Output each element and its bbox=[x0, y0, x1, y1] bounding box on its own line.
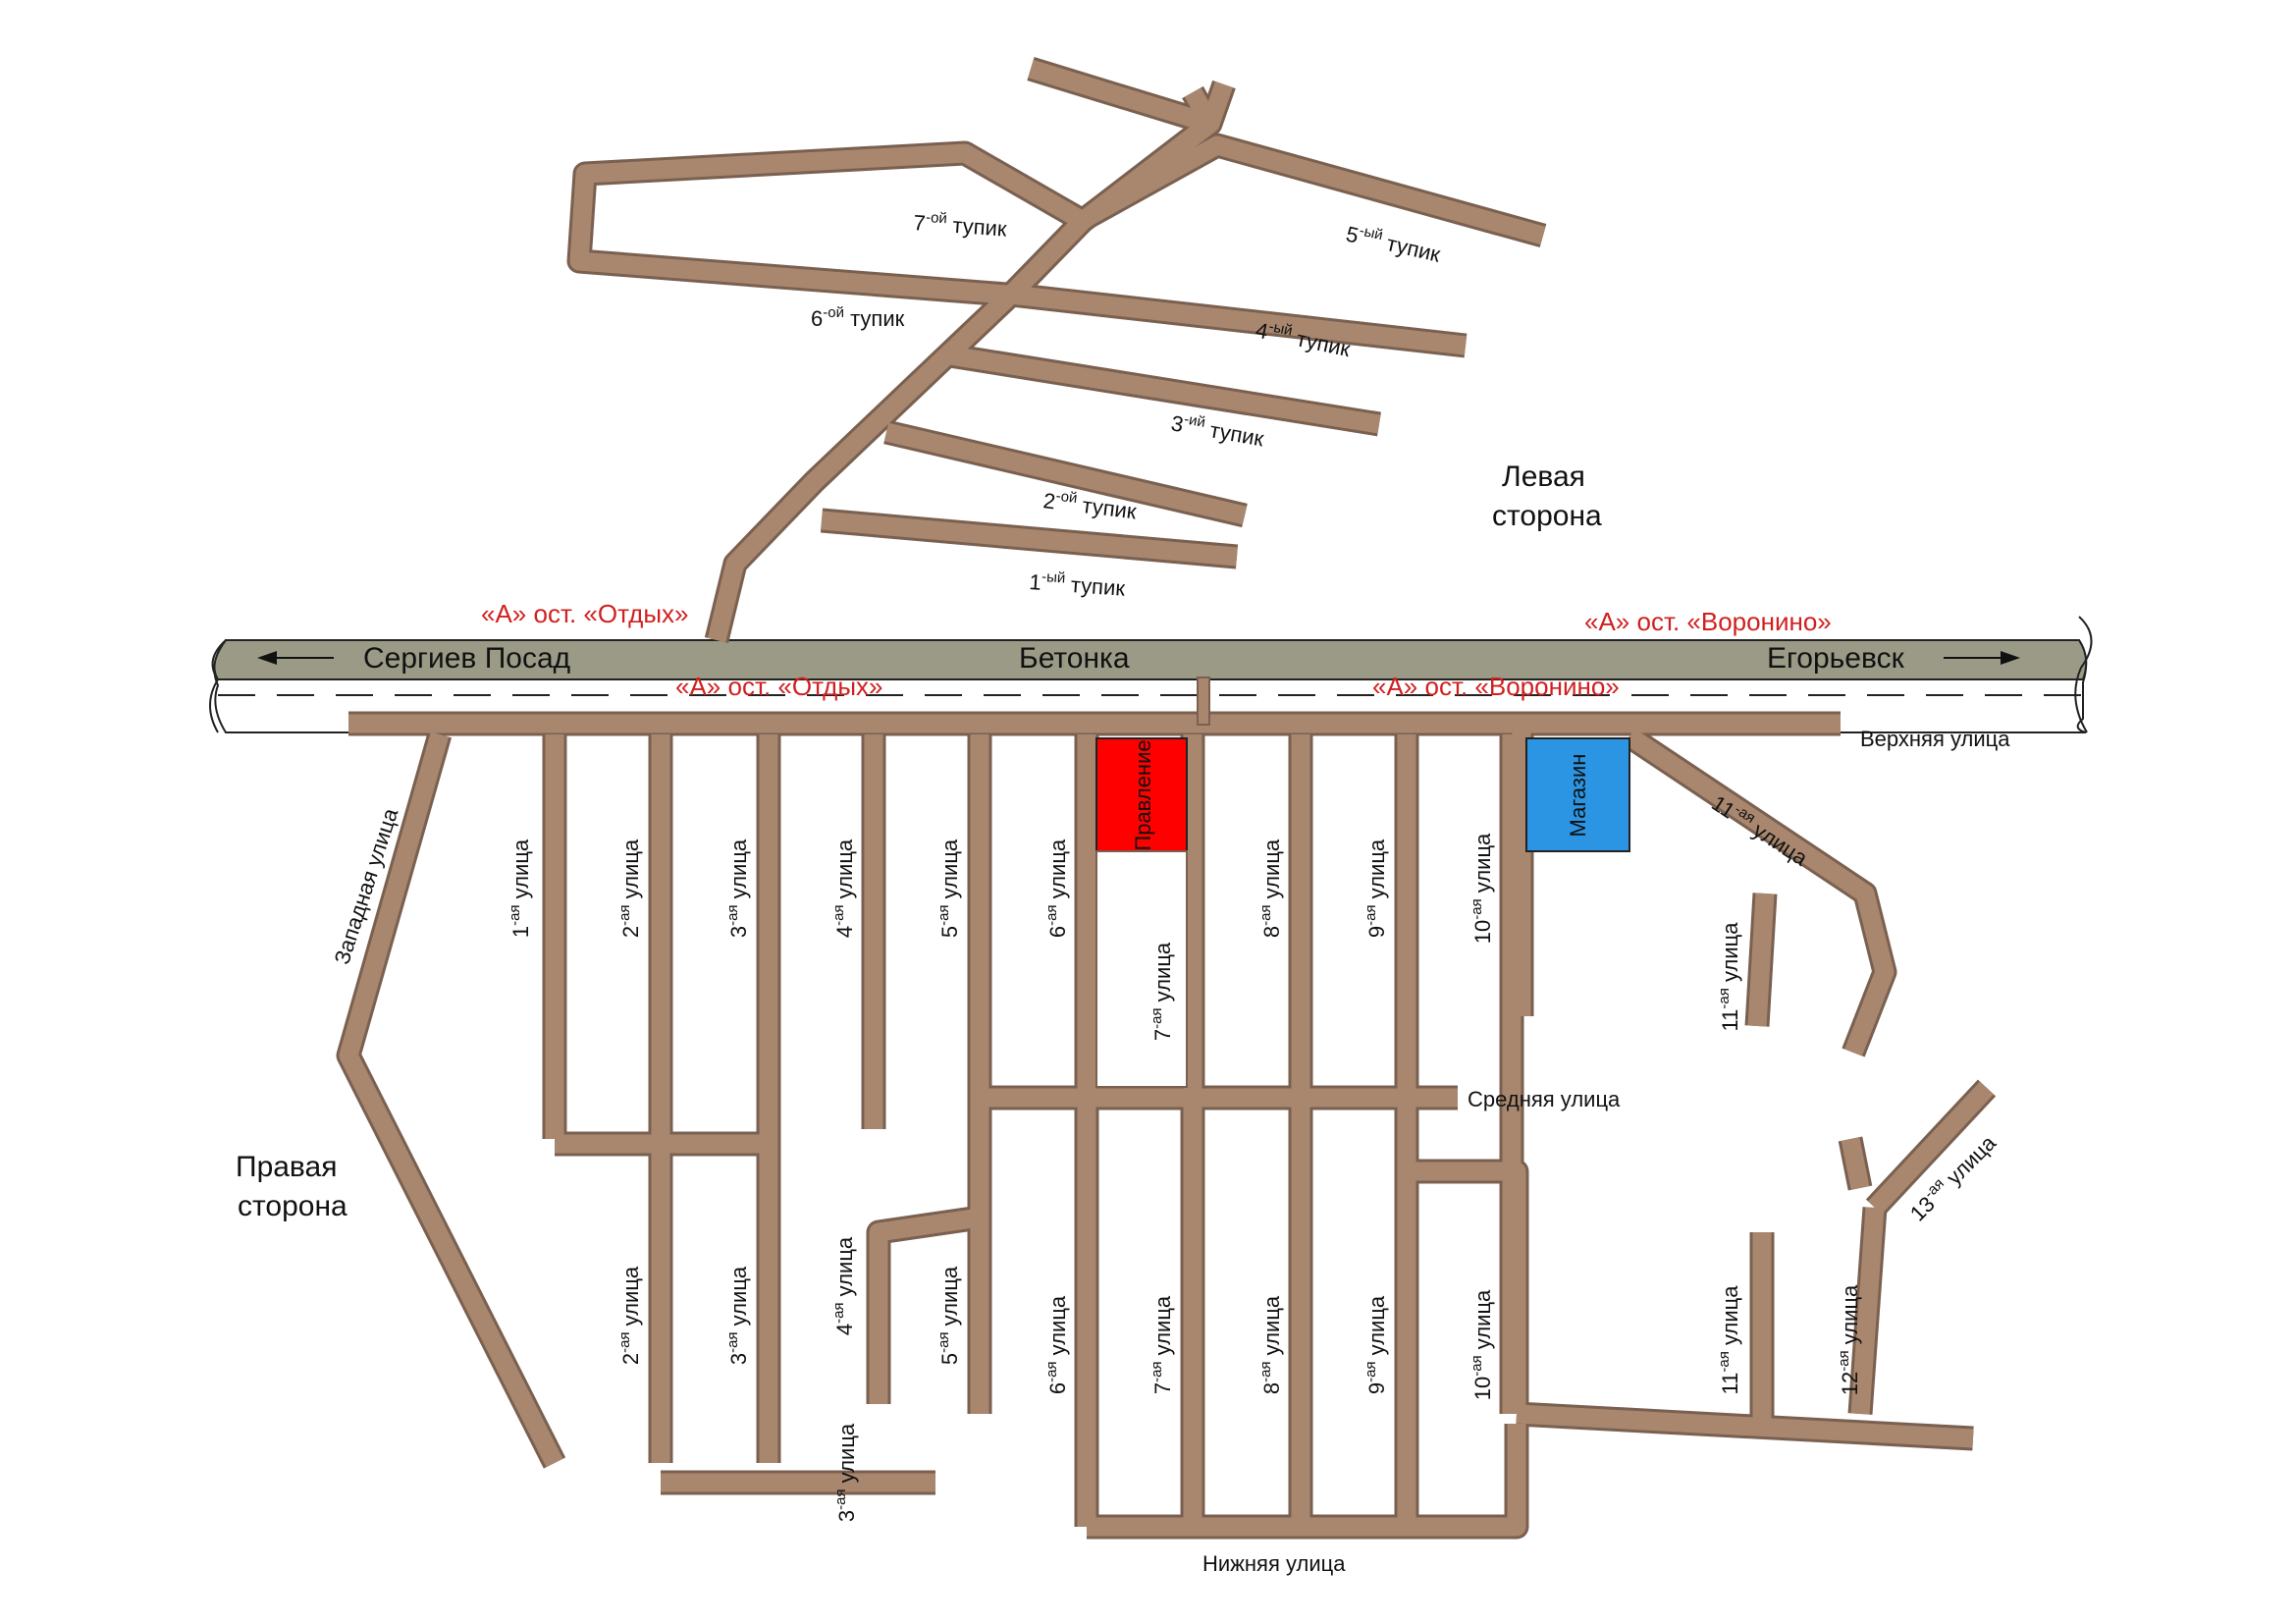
street-label-4: 4-ая улица bbox=[830, 839, 857, 938]
street-label-11: 11-ая улица bbox=[1716, 1285, 1742, 1395]
right-side-label-2: сторона bbox=[238, 1190, 347, 1222]
street-label-5: 5-ая улица bbox=[935, 839, 962, 938]
pravlenie-label: Правление bbox=[1131, 739, 1155, 850]
area-labels: Левая сторона Правая сторона bbox=[236, 460, 1602, 1222]
street-label-6: 6-ая улица bbox=[1043, 839, 1070, 938]
tupik-label-6: 6-ой тупик bbox=[811, 304, 905, 331]
street-label-12: 12-ая улица bbox=[1836, 1284, 1862, 1395]
arrow-right-icon bbox=[1944, 651, 2020, 665]
street-label-2: 2-ая улица bbox=[616, 1266, 643, 1365]
right-side-label-1: Правая bbox=[236, 1151, 337, 1183]
highway-crossing bbox=[1197, 677, 1210, 726]
highway-west-edge bbox=[209, 639, 227, 733]
stop-voronino-north: «А» ост. «Воронино» bbox=[1584, 607, 1832, 636]
sergiev-posad-label: Сергиев Посад bbox=[363, 642, 570, 675]
highway-labels: Сергиев Посад Бетонка Егорьевск bbox=[257, 642, 2020, 675]
street-label-4: 4-ая улица bbox=[830, 1236, 857, 1335]
verkhnyaya-label: Верхняя улица bbox=[1860, 727, 2010, 751]
egorevsk-label: Егорьевск bbox=[1767, 642, 1905, 675]
street-label-8: 8-ая улица bbox=[1257, 1295, 1284, 1394]
street-label-2: 2-ая улица bbox=[616, 839, 643, 938]
magazin-label: Магазин bbox=[1566, 754, 1590, 838]
street-label-9: 9-ая улица bbox=[1362, 1295, 1389, 1394]
stop-otdykh-north: «А» ост. «Отдых» bbox=[481, 599, 688, 628]
street-label-10: 10-ая улица bbox=[1468, 1289, 1495, 1400]
pravlenie-lot bbox=[1095, 850, 1188, 1088]
street-label-11: 11-ая улица bbox=[1716, 922, 1742, 1032]
street-label-6: 6-ая улица bbox=[1043, 1295, 1070, 1394]
street-label-1: 1-ая улица bbox=[507, 839, 533, 938]
street-label-3: 3-ая улица bbox=[724, 1266, 751, 1365]
stop-voronino-south: «А» ост. «Воронино» bbox=[1372, 672, 1620, 701]
street-label-5: 5-ая улица bbox=[935, 1266, 962, 1365]
left-side-label-2: сторона bbox=[1492, 500, 1602, 532]
pravlenie-building[interactable] bbox=[1095, 737, 1188, 852]
street-label-3: 3-ая улица bbox=[832, 1423, 859, 1522]
street-label-7: 7-ая улица bbox=[1148, 942, 1175, 1041]
left-side-label-1: Левая bbox=[1502, 460, 1585, 493]
magazin-building[interactable] bbox=[1525, 737, 1630, 852]
street-label-9: 9-ая улица bbox=[1362, 839, 1389, 938]
street-label-11-diagonal: 11-ая улица bbox=[1707, 789, 1813, 871]
nizhnyaya-label: Нижняя улица bbox=[1202, 1551, 1346, 1576]
street-label-8: 8-ая улица bbox=[1257, 839, 1284, 938]
highway-gray-band bbox=[213, 639, 2088, 680]
street-label-7: 7-ая улица bbox=[1148, 1295, 1175, 1394]
highway-betonka bbox=[209, 616, 2093, 733]
bus-stops: «А» ост. «Отдых» «А» ост. «Отдых» «А» ос… bbox=[481, 599, 1832, 701]
arrow-left-icon bbox=[257, 651, 334, 665]
highway-east-edge bbox=[2074, 616, 2093, 733]
buildings: Правление Магазин bbox=[1095, 737, 1630, 1088]
tupik-label-7: 7-ой тупик bbox=[913, 208, 1008, 242]
betonka-label: Бетонка bbox=[1019, 642, 1130, 675]
street-label-10: 10-ая улица bbox=[1468, 833, 1495, 944]
srednyaya-label: Средняя улица bbox=[1468, 1087, 1621, 1111]
street-label-3: 3-ая улица bbox=[724, 839, 751, 938]
road-network bbox=[336, 57, 1997, 1540]
stop-otdykh-south: «А» ост. «Отдых» bbox=[675, 672, 882, 701]
tupik-label-5: 5-ый тупик bbox=[1344, 220, 1444, 267]
tupik-label-1: 1-ый тупик bbox=[1029, 568, 1127, 601]
